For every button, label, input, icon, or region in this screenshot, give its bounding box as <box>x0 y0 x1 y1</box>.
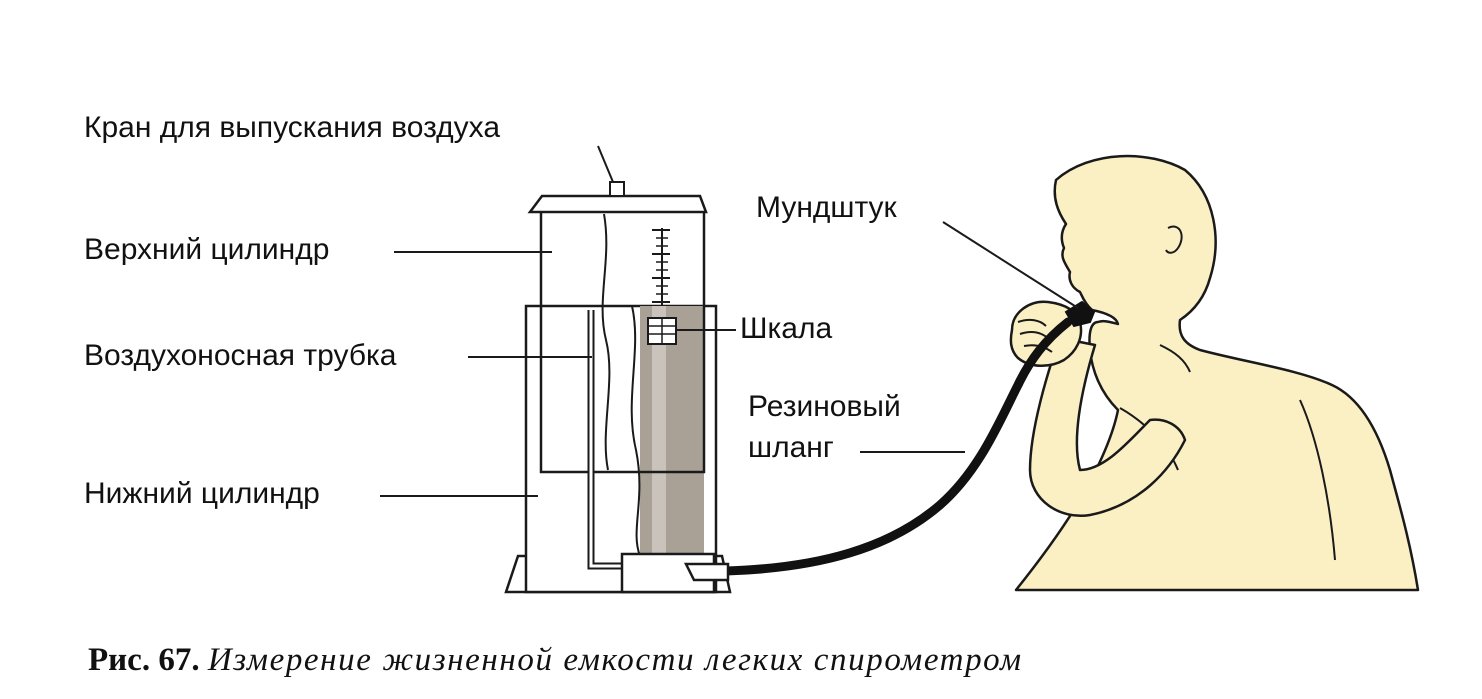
water-column <box>640 306 704 556</box>
mouthpiece <box>1064 300 1096 328</box>
leader-mouthpiece <box>942 221 1079 309</box>
air-tube-inner <box>589 310 624 568</box>
spirometer <box>504 181 732 594</box>
label-lower-cylinder: Нижний цилиндр <box>84 477 320 510</box>
caption-number: Рис. 67. <box>88 642 200 678</box>
label-upper-cylinder: Верхний цилиндр <box>84 233 330 266</box>
water-boundary <box>601 213 611 471</box>
air-valve <box>609 181 625 197</box>
water-boundary-lower <box>630 305 641 557</box>
label-hose-line2: шланг <box>748 431 834 464</box>
person-figure <box>1009 154 1420 592</box>
torso-contour <box>1299 399 1336 561</box>
label-mouthpiece: Мундштук <box>756 191 897 224</box>
shoulder-contour <box>1159 344 1191 373</box>
label-scale: Шкала <box>740 312 833 345</box>
ear <box>1165 225 1183 254</box>
figure-caption: Рис. 67. Измерение жизненной емкости лег… <box>88 640 1023 680</box>
caption-text: Измерение жизненной емкости легких спиро… <box>207 642 1023 678</box>
water-highlight <box>652 306 666 556</box>
fist <box>1009 300 1083 367</box>
label-air-tube: Воздухоносная трубка <box>84 339 397 372</box>
rubber-hose <box>721 317 1073 576</box>
leader-lines <box>380 145 1079 497</box>
hose-connector <box>683 562 730 582</box>
arm <box>1028 336 1187 518</box>
cylinder-lid <box>527 194 708 214</box>
leader-valve <box>597 145 614 183</box>
label-valve: Кран для выпускания воздуха <box>84 111 501 144</box>
scale <box>647 228 677 345</box>
label-hose-line1: Резиновый <box>748 390 901 423</box>
